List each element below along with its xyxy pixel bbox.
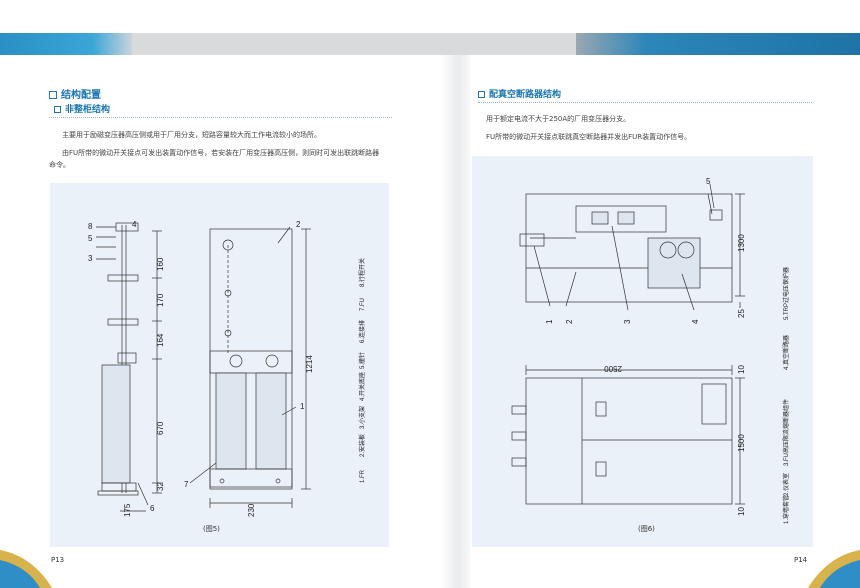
legend-item: 3.FU高压限流熔断器组件 [782,399,790,466]
legend-item: 8.行程开关 [358,258,366,287]
figure-panel-5: 8 4 5 3 2 1 7 6 160 170 164 670 32 175 2… [50,183,389,547]
square-icon [54,106,61,113]
header-band [0,33,860,55]
dim-label: 670 [156,421,165,435]
dim-label: 1500 [737,434,746,452]
product-title: 高压限流熔断器组合保护装置 [692,9,822,20]
dim-label: 25 [737,309,746,318]
drawing-fig5: 8 4 5 3 2 1 7 6 160 170 164 670 32 175 2… [88,220,366,517]
dim-label: 160 [156,257,165,271]
brand-logo: SHK [24,3,50,16]
legend-item: 5.TRP过电压保护器 [782,267,790,320]
part-label: 6 [150,504,155,513]
legend-item: 5.撞针 [358,352,366,369]
drawing-fig6: 5 1 2 3 4 1300 25 2500 10 1500 10 1.穿墙套管… [511,177,790,524]
corner-decoration-right [808,550,860,588]
subsection-heading-text: 非整柜结构 [65,105,111,115]
part-label: 5 [706,177,711,186]
dim-label: 32 [156,482,165,491]
part-label: 2 [565,319,574,324]
dim-label: 2500 [604,364,622,373]
part-label: 1 [300,402,305,411]
square-icon [49,91,57,99]
legend-item: 4.真空断路器 [782,335,790,370]
section-heading: 结构配置 [49,86,101,101]
legend-item: 1.穿墙套管 [782,495,790,524]
paragraph: 命令。 [49,161,70,169]
header-left-banner [0,33,132,55]
paragraph: 用于额定电流不大于250A的厂用变压器分支。 [486,115,631,123]
legend-item: 6.连接排 [358,320,366,343]
subsection-heading: 非整柜结构 [54,102,110,115]
dim-label: 170 [156,293,165,307]
header-right-banner [576,33,860,55]
legend-item: 2.安装板 [358,434,366,457]
section-heading-text: 结构配置 [61,90,101,101]
section-rule [478,102,812,103]
legend-item: 2.仪表室 [782,473,790,496]
page-gutter [440,55,470,588]
paragraph: FU所带的微动开关接点联跳真空断路器并发出FUR装置动作信号。 [486,133,692,141]
subsection-heading: 配真空断路器结构 [478,87,561,100]
part-label: 3 [88,254,93,263]
product-model: SHK-FUR [605,3,666,16]
square-icon [478,91,485,98]
part-label: 1 [545,319,554,324]
brand-slogan: 知行合一 智能智造 [56,8,132,18]
dim-label: 164 [156,333,165,347]
dim-label: 10 [737,507,746,516]
part-label: 5 [88,234,93,243]
dim-label: 230 [247,503,256,517]
legend-item: 4.开关底座 [358,372,366,401]
corner-decoration-left [0,550,52,588]
section-rule [49,117,392,118]
page-number-left: P13 [51,556,65,564]
figure-caption: (图5) [203,525,220,533]
legend-item: 3.小支架 [358,406,366,429]
part-label: 4 [691,319,700,324]
dim-label: 175 [123,503,132,517]
page-number-right: P14 [794,556,808,564]
dim-label: 10 [737,365,746,374]
paragraph: 由FU所带的微动开关接点可发出装置动作信号，若安装在厂用变压器高压侧，则同时可发… [62,149,380,157]
part-label: 2 [296,220,301,229]
part-label: 3 [623,319,632,324]
part-label: 7 [184,480,189,489]
legend-item: 7.FU [360,298,366,311]
figure-panel-6: 5 1 2 3 4 1300 25 2500 10 1500 10 1.穿墙套管… [472,156,813,547]
legend-item: 1.FR [360,469,366,483]
part-label: 4 [132,220,137,229]
dim-label: 1214 [305,355,314,373]
subsection-heading-text: 配真空断路器结构 [489,90,562,100]
figure-caption: (图6) [638,525,655,533]
dim-label: 1300 [737,234,746,252]
paragraph: 主要用于励磁变压器高压侧或用于厂用分支，短路容量较大而工作电流较小的场所。 [62,131,321,139]
part-label: 8 [88,222,93,231]
